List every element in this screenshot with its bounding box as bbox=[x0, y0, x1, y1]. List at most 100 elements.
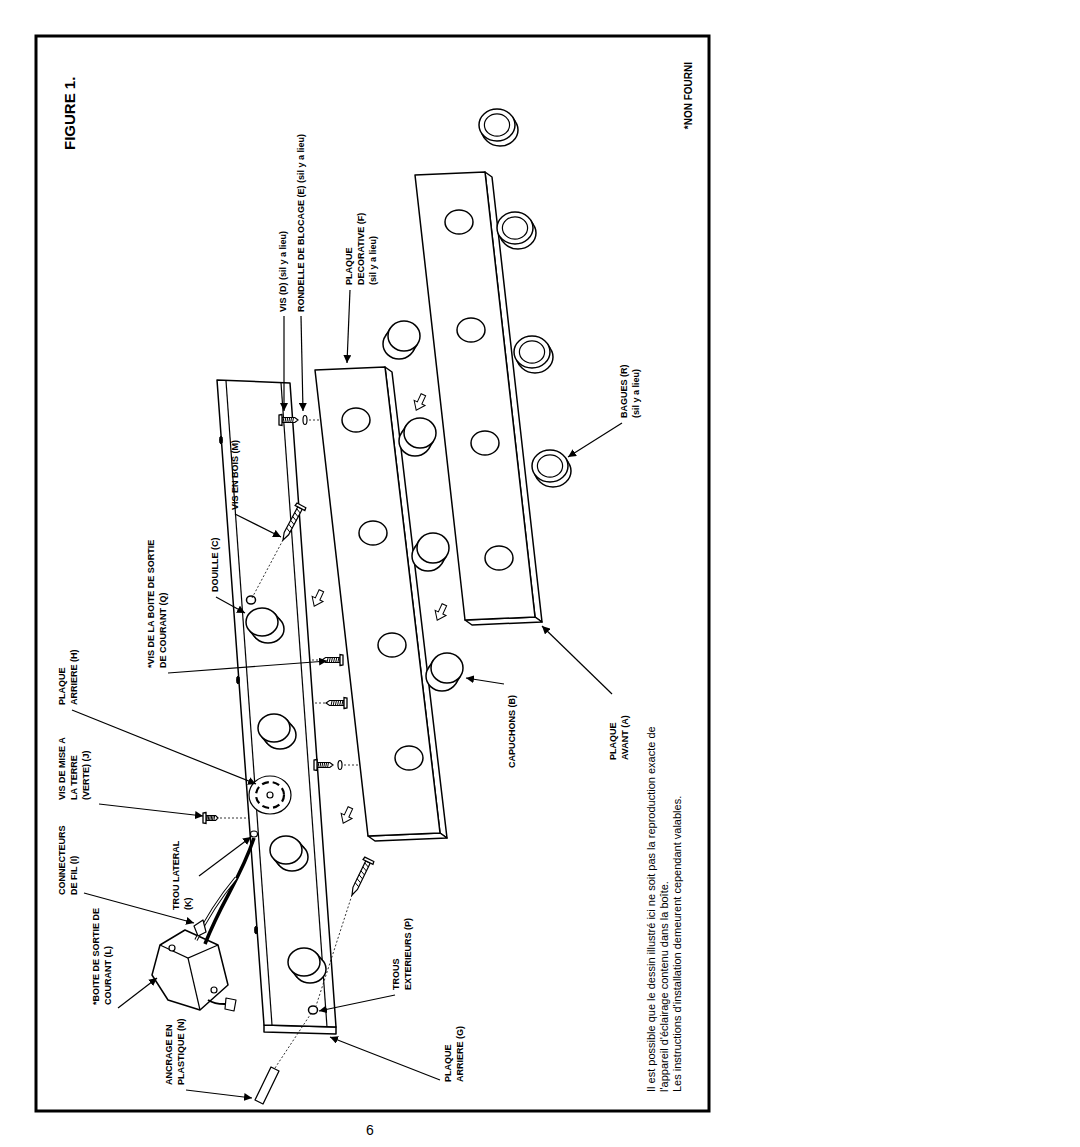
plate-hole bbox=[378, 633, 406, 657]
leader-line bbox=[283, 316, 284, 411]
leader-line bbox=[466, 678, 504, 684]
side-hole bbox=[251, 831, 258, 837]
guide-line bbox=[316, 895, 352, 1006]
plate-screw-thread bbox=[288, 418, 290, 423]
leader-line bbox=[330, 1037, 440, 1080]
wood-screw-thread bbox=[363, 867, 367, 871]
outlet-screw-thread bbox=[342, 701, 343, 706]
part-label: CAPUCHONS (B) bbox=[506, 695, 518, 768]
outlet-screw-thread bbox=[336, 658, 337, 663]
cap bbox=[399, 418, 436, 456]
part-label: PLAQUE ARRIERE (G) bbox=[442, 1010, 466, 1082]
frame-border bbox=[36, 36, 709, 1111]
front-plate bbox=[415, 172, 535, 620]
ring-top bbox=[497, 212, 533, 244]
wood-screw-thread bbox=[295, 513, 298, 517]
leader-line bbox=[235, 514, 281, 537]
ring bbox=[532, 450, 571, 487]
direction-arrow bbox=[338, 805, 356, 825]
caption-note: Il est possible que le dessin illustré i… bbox=[645, 692, 671, 1092]
plate-screw-thread bbox=[325, 763, 327, 768]
outlet-screw-thread bbox=[338, 701, 339, 706]
direction-arrow bbox=[309, 588, 327, 608]
ground-screw-thread bbox=[209, 816, 211, 821]
socket bbox=[270, 836, 308, 871]
wood-screw bbox=[352, 857, 374, 895]
plate-screw-thread bbox=[286, 418, 288, 423]
outlet-screw-head bbox=[344, 698, 347, 709]
ground-screw-thread bbox=[208, 816, 210, 821]
socket bbox=[258, 714, 296, 749]
outlet-screw-thread bbox=[334, 658, 335, 663]
guide-line bbox=[216, 818, 249, 819]
part-label: *VIS DE LA BOITE DE SORTIE DE COURANT (Q… bbox=[145, 536, 169, 668]
leader-line bbox=[118, 978, 157, 1008]
caption-note: Les instructions d'installation demeuren… bbox=[671, 796, 684, 1092]
socket-top bbox=[270, 836, 302, 864]
plate-slot bbox=[255, 926, 258, 934]
wood-screw-thread bbox=[297, 509, 300, 513]
page-number: 6 bbox=[366, 1122, 374, 1138]
outlet-box-edge bbox=[188, 958, 200, 1010]
cap bbox=[426, 653, 463, 691]
plate-screw-shaft bbox=[282, 418, 298, 423]
ring-top bbox=[514, 336, 550, 368]
ring-top bbox=[479, 109, 515, 141]
part-label: ANCRAGE EN PLASTIQUE (N) bbox=[163, 1001, 187, 1085]
leader-line bbox=[186, 1090, 252, 1098]
outlet-screw-thread bbox=[329, 658, 330, 663]
ground-screw-head bbox=[203, 813, 206, 824]
leader-line bbox=[99, 804, 203, 816]
cap bbox=[383, 321, 420, 359]
part-label: RONDELLE DE BLOCAGE (E) (sil y a lieu) bbox=[295, 134, 307, 312]
ring bbox=[479, 109, 518, 146]
ring-inner bbox=[537, 455, 562, 477]
guide-line bbox=[309, 420, 321, 421]
outer-hole bbox=[247, 596, 256, 604]
leader-line bbox=[72, 710, 256, 784]
ground-screw bbox=[203, 813, 218, 824]
cap-top bbox=[404, 418, 436, 448]
outlet-screw-thread bbox=[331, 701, 332, 706]
part-label: VIS DE MISE A LA TERRE (VERTE) (J) bbox=[56, 731, 92, 800]
wood-screw-head bbox=[363, 857, 374, 864]
wood-screw-thread bbox=[365, 863, 369, 867]
part-label: BAGUES (R) (sil y a lieu) bbox=[618, 352, 642, 418]
socket bbox=[246, 608, 284, 643]
wood-screw-head bbox=[295, 503, 306, 511]
plate-slot bbox=[237, 676, 240, 684]
ring-inner bbox=[502, 217, 527, 239]
plate-screw-thread bbox=[284, 418, 286, 423]
ground-screw-thread bbox=[212, 816, 214, 821]
outlet-screw-thread bbox=[333, 701, 334, 706]
part-label: CONNECTEURS DE FIL (I) bbox=[56, 813, 80, 895]
leader-line bbox=[568, 423, 622, 457]
ring bbox=[497, 212, 536, 249]
box-screw bbox=[211, 987, 217, 993]
leader-line bbox=[319, 995, 395, 1011]
guide-line bbox=[252, 540, 283, 598]
plate-hole bbox=[445, 210, 473, 234]
plate-screw-thread bbox=[292, 418, 294, 423]
wood-screw-thread bbox=[289, 524, 292, 528]
cap bbox=[412, 533, 449, 571]
plate-screw bbox=[279, 415, 298, 426]
box-screw bbox=[169, 945, 175, 951]
mounting-ring bbox=[249, 776, 291, 814]
wood-screw-thread bbox=[355, 883, 359, 887]
part-label: VIS EN BOIS (M) bbox=[229, 440, 241, 510]
plate-screw-thread bbox=[282, 418, 284, 423]
leader-line bbox=[542, 626, 612, 694]
mounting-slots bbox=[256, 782, 284, 808]
plate-screw-thread bbox=[319, 763, 321, 768]
outlet-screw-thread bbox=[340, 701, 341, 706]
leader-line bbox=[199, 837, 251, 876]
part-label: *BOITE DE SORTIE DE COURANT (L) bbox=[90, 905, 114, 1005]
plate-screw-thread bbox=[327, 763, 329, 768]
wood-screw-thread bbox=[291, 520, 294, 524]
plate-hole bbox=[471, 431, 499, 455]
wood-screw-shaft bbox=[352, 861, 370, 895]
outlet-screw-shaft bbox=[326, 701, 344, 706]
